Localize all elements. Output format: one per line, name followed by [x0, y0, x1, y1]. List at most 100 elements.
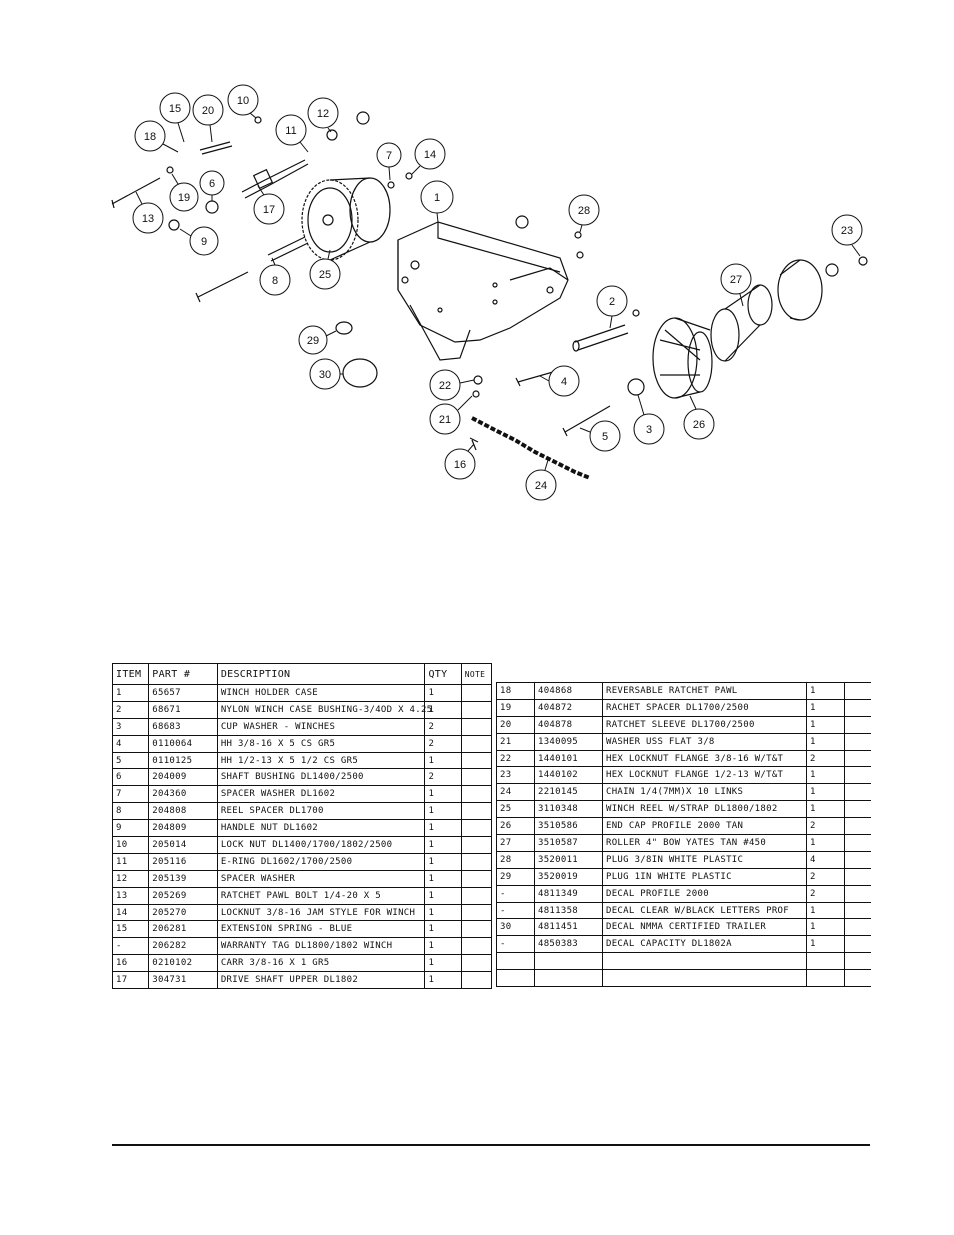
- callout-5: 5: [579, 420, 621, 452]
- svg-text:1: 1: [434, 192, 440, 204]
- cell-item: 26: [496, 817, 535, 836]
- footer-rule: [112, 1144, 870, 1146]
- callout-23: 23: [831, 214, 863, 257]
- cell-part: 206282: [148, 937, 218, 956]
- cell-part: 404868: [534, 682, 603, 700]
- cell-qty: 2: [806, 867, 845, 886]
- cell-qty: 1: [424, 751, 462, 770]
- cell-item: [496, 952, 535, 971]
- callout-10: 10: [227, 84, 259, 119]
- svg-text:13: 13: [142, 213, 154, 225]
- cell-note: [844, 850, 871, 869]
- cell-qty: 1: [806, 800, 845, 819]
- svg-text:10: 10: [237, 95, 249, 107]
- cell-description: REVERSABLE RATCHET PAWL: [602, 682, 807, 700]
- cell-description: END CAP PROFILE 2000 TAN: [602, 817, 807, 836]
- cell-description: CARR 3/8-16 X 1 GR5: [216, 954, 426, 973]
- cell-part: [534, 969, 603, 988]
- bolt-drawing: [195, 271, 249, 303]
- chain-drawing: [471, 416, 591, 480]
- cell-note: [460, 768, 493, 787]
- cell-item: 10: [111, 836, 150, 854]
- cell-item: 16: [111, 954, 150, 973]
- cell-item: 20: [496, 715, 535, 734]
- cell-qty: 1: [424, 903, 462, 922]
- spacer-8-drawing: [267, 236, 309, 262]
- cell-description: [602, 969, 807, 988]
- cell-note: [460, 954, 493, 973]
- cell-part: 3110348: [534, 800, 603, 819]
- svg-text:28: 28: [578, 205, 590, 217]
- svg-text:17: 17: [263, 204, 275, 216]
- cell-part: 204808: [148, 802, 218, 821]
- cell-item: 15: [111, 920, 150, 939]
- cell-part: 304731: [148, 971, 218, 990]
- cell-part: 0210102: [148, 954, 218, 973]
- bushing-2-drawing: [574, 324, 629, 351]
- svg-text:6: 6: [209, 178, 215, 190]
- cell-part: 205269: [148, 886, 218, 905]
- cell-description: CUP WASHER - WINCHES: [216, 717, 426, 736]
- header-part: PART #: [148, 663, 218, 685]
- cell-item: 30: [496, 918, 535, 937]
- cell-qty: 2: [424, 717, 462, 736]
- cell-item: 23: [496, 766, 535, 785]
- cell-qty: 1: [424, 802, 462, 821]
- callout-17: 17: [253, 185, 285, 225]
- cell-qty: 1: [424, 684, 462, 702]
- callout-20: 20: [192, 94, 224, 143]
- cell-part: 2210145: [534, 783, 603, 802]
- cell-item: 22: [496, 749, 535, 768]
- callout-9: 9: [179, 226, 219, 256]
- cell-item: 12: [111, 869, 150, 888]
- cell-qty: 1: [424, 700, 462, 719]
- cell-description: HEX LOCKNUT FLANGE 1/2-13 W/T&T: [602, 766, 807, 785]
- cell-qty: 1: [806, 918, 845, 937]
- cell-note: [460, 836, 493, 854]
- cell-qty: 1: [424, 785, 462, 804]
- cell-part: 3520011: [534, 850, 603, 869]
- cell-part: 404872: [534, 698, 603, 717]
- cell-description: DECAL NMMA CERTIFIED TRAILER: [602, 918, 807, 937]
- cell-item: 29: [496, 867, 535, 886]
- header-note: NOTE: [460, 663, 493, 685]
- callout-26: 26: [683, 395, 715, 440]
- cell-qty: 1: [806, 682, 845, 700]
- cell-description: HH 1/2-13 X 5 1/2 CS GR5: [216, 751, 426, 770]
- cell-note: [460, 684, 493, 702]
- cell-note: [844, 867, 871, 886]
- cell-item: 25: [496, 800, 535, 819]
- cell-note: [844, 698, 871, 717]
- cell-description: WARRANTY TAG DL1800/1802 WINCH: [216, 937, 426, 956]
- cell-note: [460, 700, 493, 719]
- cell-part: 1440102: [534, 766, 603, 785]
- cell-item: 24: [496, 783, 535, 802]
- cell-description: WASHER USS FLAT 3/8: [602, 732, 807, 751]
- cell-item: -: [111, 937, 150, 956]
- cell-part: 206281: [148, 920, 218, 939]
- svg-text:30: 30: [319, 369, 331, 381]
- cell-qty: 2: [806, 749, 845, 768]
- cell-description: DRIVE SHAFT UPPER DL1802: [216, 971, 426, 990]
- cell-item: 19: [496, 698, 535, 717]
- cell-part: 1340095: [534, 732, 603, 751]
- cell-description: PLUG 1IN WHITE PLASTIC: [602, 867, 807, 886]
- cell-qty: 1: [424, 869, 462, 888]
- cell-qty: 2: [806, 884, 845, 903]
- cell-part: 204009: [148, 768, 218, 787]
- svg-text:8: 8: [272, 275, 278, 287]
